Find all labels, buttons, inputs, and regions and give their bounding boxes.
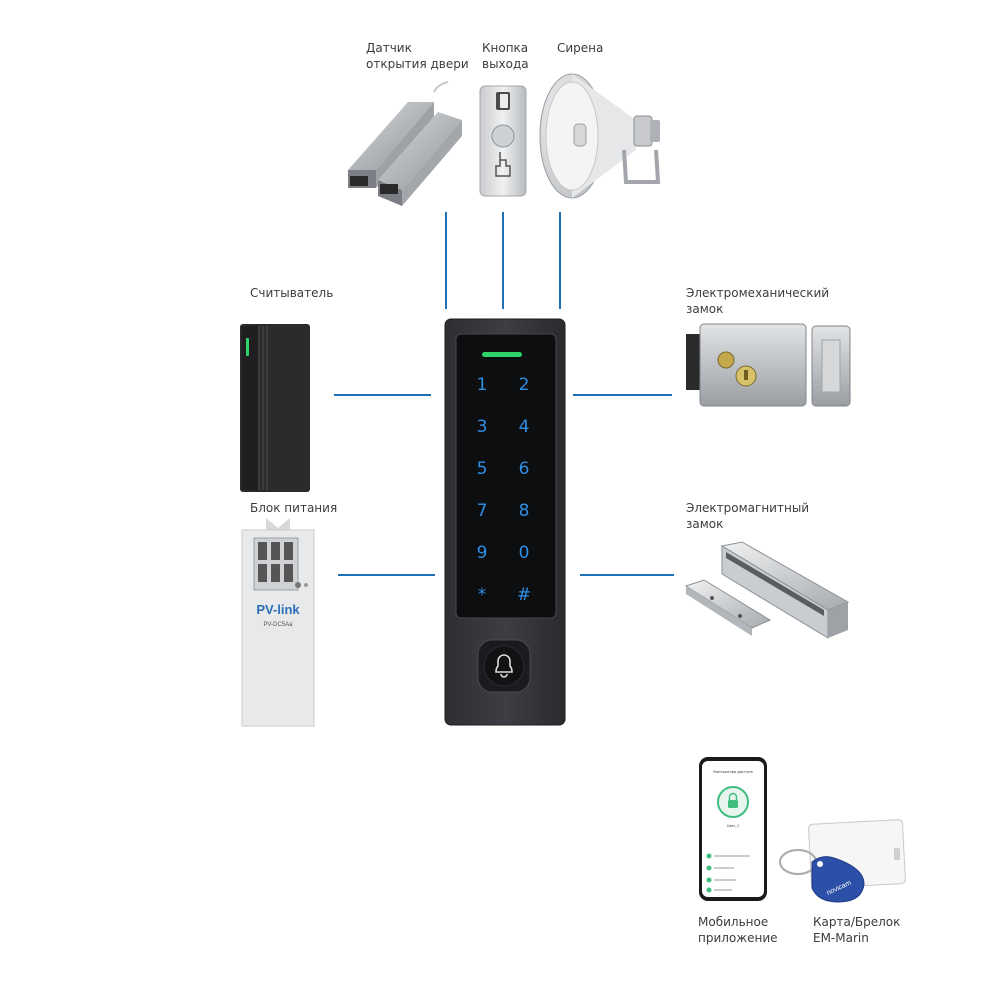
phone-title: Контроллер доступа (713, 770, 752, 774)
keypad-controller: 1 2 3 4 5 6 7 8 9 0 * # (444, 318, 566, 726)
keypad-key-9[interactable]: 9 (477, 543, 488, 563)
keypad-key-star[interactable]: * (478, 585, 487, 605)
electromagnetic-lock-image (682, 540, 852, 650)
status-led-icon (482, 352, 522, 357)
door-sensor-image (338, 80, 463, 208)
keypad-key-6[interactable]: 6 (519, 459, 530, 479)
keypad-key-4[interactable]: 4 (519, 417, 530, 437)
card-fob-image: novicam (776, 818, 908, 906)
power-supply-model: PV-DC5Aa (263, 622, 293, 628)
mobile-phone-image: Контроллер доступа User_1 (698, 756, 768, 902)
lock-icon (728, 792, 738, 808)
electromechanical-lock-image (684, 318, 854, 410)
keypad-key-1[interactable]: 1 (477, 375, 488, 395)
keypad-key-5[interactable]: 5 (477, 459, 488, 479)
phone-user: User_1 (727, 824, 739, 828)
siren-image (538, 72, 666, 200)
connector-electromagnetic-lock (580, 574, 674, 576)
connector-power-supply (338, 574, 435, 576)
reader-image (238, 322, 312, 494)
connector-electromechanical-lock (573, 394, 672, 396)
keypad-key-0[interactable]: 0 (519, 543, 530, 563)
bell-icon[interactable] (483, 645, 525, 687)
reader-led-icon (246, 338, 249, 356)
keypad-key-7[interactable]: 7 (477, 501, 488, 521)
label-siren: Сирена (557, 41, 604, 55)
keypad-key-2[interactable]: 2 (519, 375, 530, 395)
label-power-supply: Блок питания (250, 501, 338, 515)
keypad-key-hash[interactable]: # (517, 585, 531, 605)
connector-reader (334, 394, 431, 396)
connector-siren (559, 212, 561, 309)
power-supply-logo: PV-link (256, 602, 300, 617)
keypad-key-3[interactable]: 3 (477, 417, 488, 437)
exit-button-image (478, 84, 528, 198)
label-reader: Считыватель (250, 286, 334, 300)
power-supply-image: PV-link PV-DC5Aa (240, 518, 316, 728)
connector-exit-button (502, 212, 504, 309)
connector-door-sensor (445, 212, 447, 309)
keypad-key-8[interactable]: 8 (519, 501, 530, 521)
